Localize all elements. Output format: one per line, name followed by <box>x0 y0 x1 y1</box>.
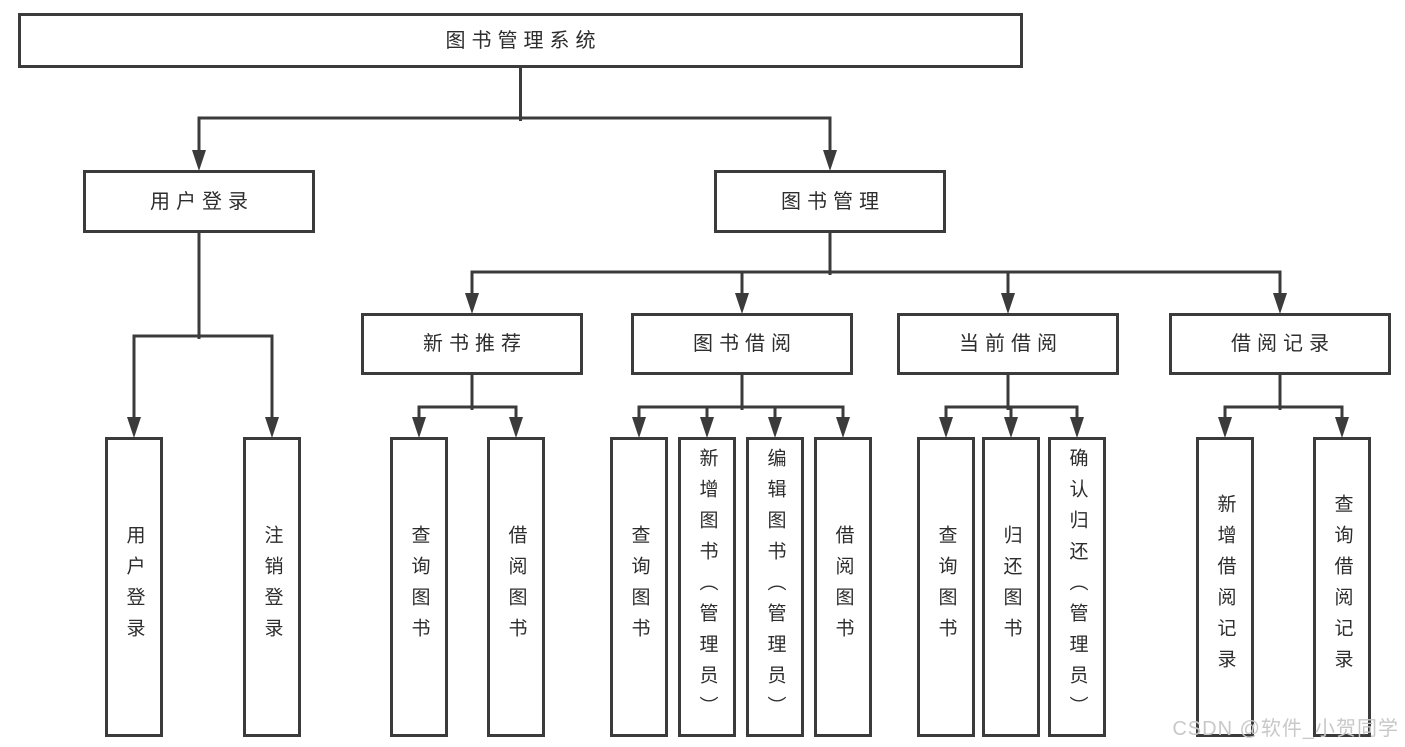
node-label: 查询图书 <box>935 525 957 649</box>
node-label: 注销登录 <box>261 525 283 649</box>
leaf-search-borrow-record: 查询借阅记录 <box>1313 437 1371 737</box>
arrowhead-icon <box>939 417 1084 438</box>
node-book-management: 图书管理 <box>714 170 946 233</box>
leaf-borrow-books-borrowing: 借阅图书 <box>814 437 872 737</box>
node-label: 查询借阅记录 <box>1331 494 1353 680</box>
arrowhead-icon <box>632 417 850 438</box>
node-new-book-recommendation: 新书推荐 <box>361 313 583 375</box>
connector-line <box>470 231 1282 297</box>
node-user-login: 用户登录 <box>83 170 315 233</box>
node-label: 图书管理 <box>781 190 885 213</box>
leaf-search-books-borrowing: 查询图书 <box>610 437 668 737</box>
leaf-add-borrow-record: 新增借阅记录 <box>1196 437 1254 737</box>
connector-line <box>417 373 518 421</box>
connector-line <box>944 373 1079 421</box>
connector-line <box>1223 373 1344 421</box>
node-label: 查询图书 <box>408 525 430 649</box>
connector-line <box>132 231 274 421</box>
node-label: 新书推荐 <box>423 333 527 355</box>
leaf-add-book-admin: 新增图书（管理员） <box>678 437 736 737</box>
node-book-borrowing: 图书借阅 <box>631 313 853 375</box>
node-label: 图书借阅 <box>693 333 797 355</box>
arrowhead-icon <box>127 417 279 438</box>
leaf-user-login: 用户登录 <box>105 437 163 737</box>
leaf-confirm-return-admin: 确认归还（管理员） <box>1048 437 1106 737</box>
leaf-search-books-recommend: 查询图书 <box>390 437 448 737</box>
connector-book-management-to-level3 <box>465 231 1287 314</box>
arrowhead-icon <box>192 150 837 171</box>
node-label: 查询图书 <box>628 525 650 649</box>
node-label: 当前借阅 <box>959 333 1063 355</box>
node-current-borrowing: 当前借阅 <box>897 313 1119 375</box>
connector-line <box>637 373 845 421</box>
node-label: 用户登录 <box>123 525 145 649</box>
node-label: 编辑图书（管理员） <box>764 447 786 727</box>
leaf-search-books-current: 查询图书 <box>917 437 975 737</box>
node-label: 用户登录 <box>150 190 254 213</box>
node-label: 借阅图书 <box>832 525 854 649</box>
connector-line <box>197 66 832 154</box>
leaf-borrow-books-recommend: 借阅图书 <box>487 437 545 737</box>
connector-current-borrowing-children <box>939 373 1084 438</box>
leaf-logout: 注销登录 <box>243 437 301 737</box>
node-label: 归还图书 <box>1000 525 1022 649</box>
arrowhead-icon <box>1218 417 1349 438</box>
node-label: 借阅记录 <box>1231 333 1335 355</box>
node-label: 借阅图书 <box>505 525 527 649</box>
leaf-edit-book-admin: 编辑图书（管理员） <box>746 437 804 737</box>
connector-user-login-children <box>127 231 279 438</box>
connector-new-book-recommendation-children <box>412 373 523 438</box>
node-label: 图书管理系统 <box>445 29 602 52</box>
node-label: 确认归还（管理员） <box>1066 447 1088 727</box>
arrowhead-icon <box>412 417 523 438</box>
leaf-return-books: 归还图书 <box>982 437 1040 737</box>
connector-root-to-level2 <box>192 66 837 171</box>
connector-book-borrowing-children <box>632 373 850 438</box>
node-label: 新增图书（管理员） <box>696 447 718 727</box>
arrowhead-icon <box>465 293 1287 314</box>
node-borrowing-records: 借阅记录 <box>1169 313 1391 375</box>
node-label: 新增借阅记录 <box>1214 494 1236 680</box>
csdn-watermark: CSDN @软件_小贺同学 <box>1172 718 1399 740</box>
node-library-management-system: 图书管理系统 <box>18 13 1023 68</box>
connector-borrowing-records-children <box>1218 373 1349 438</box>
